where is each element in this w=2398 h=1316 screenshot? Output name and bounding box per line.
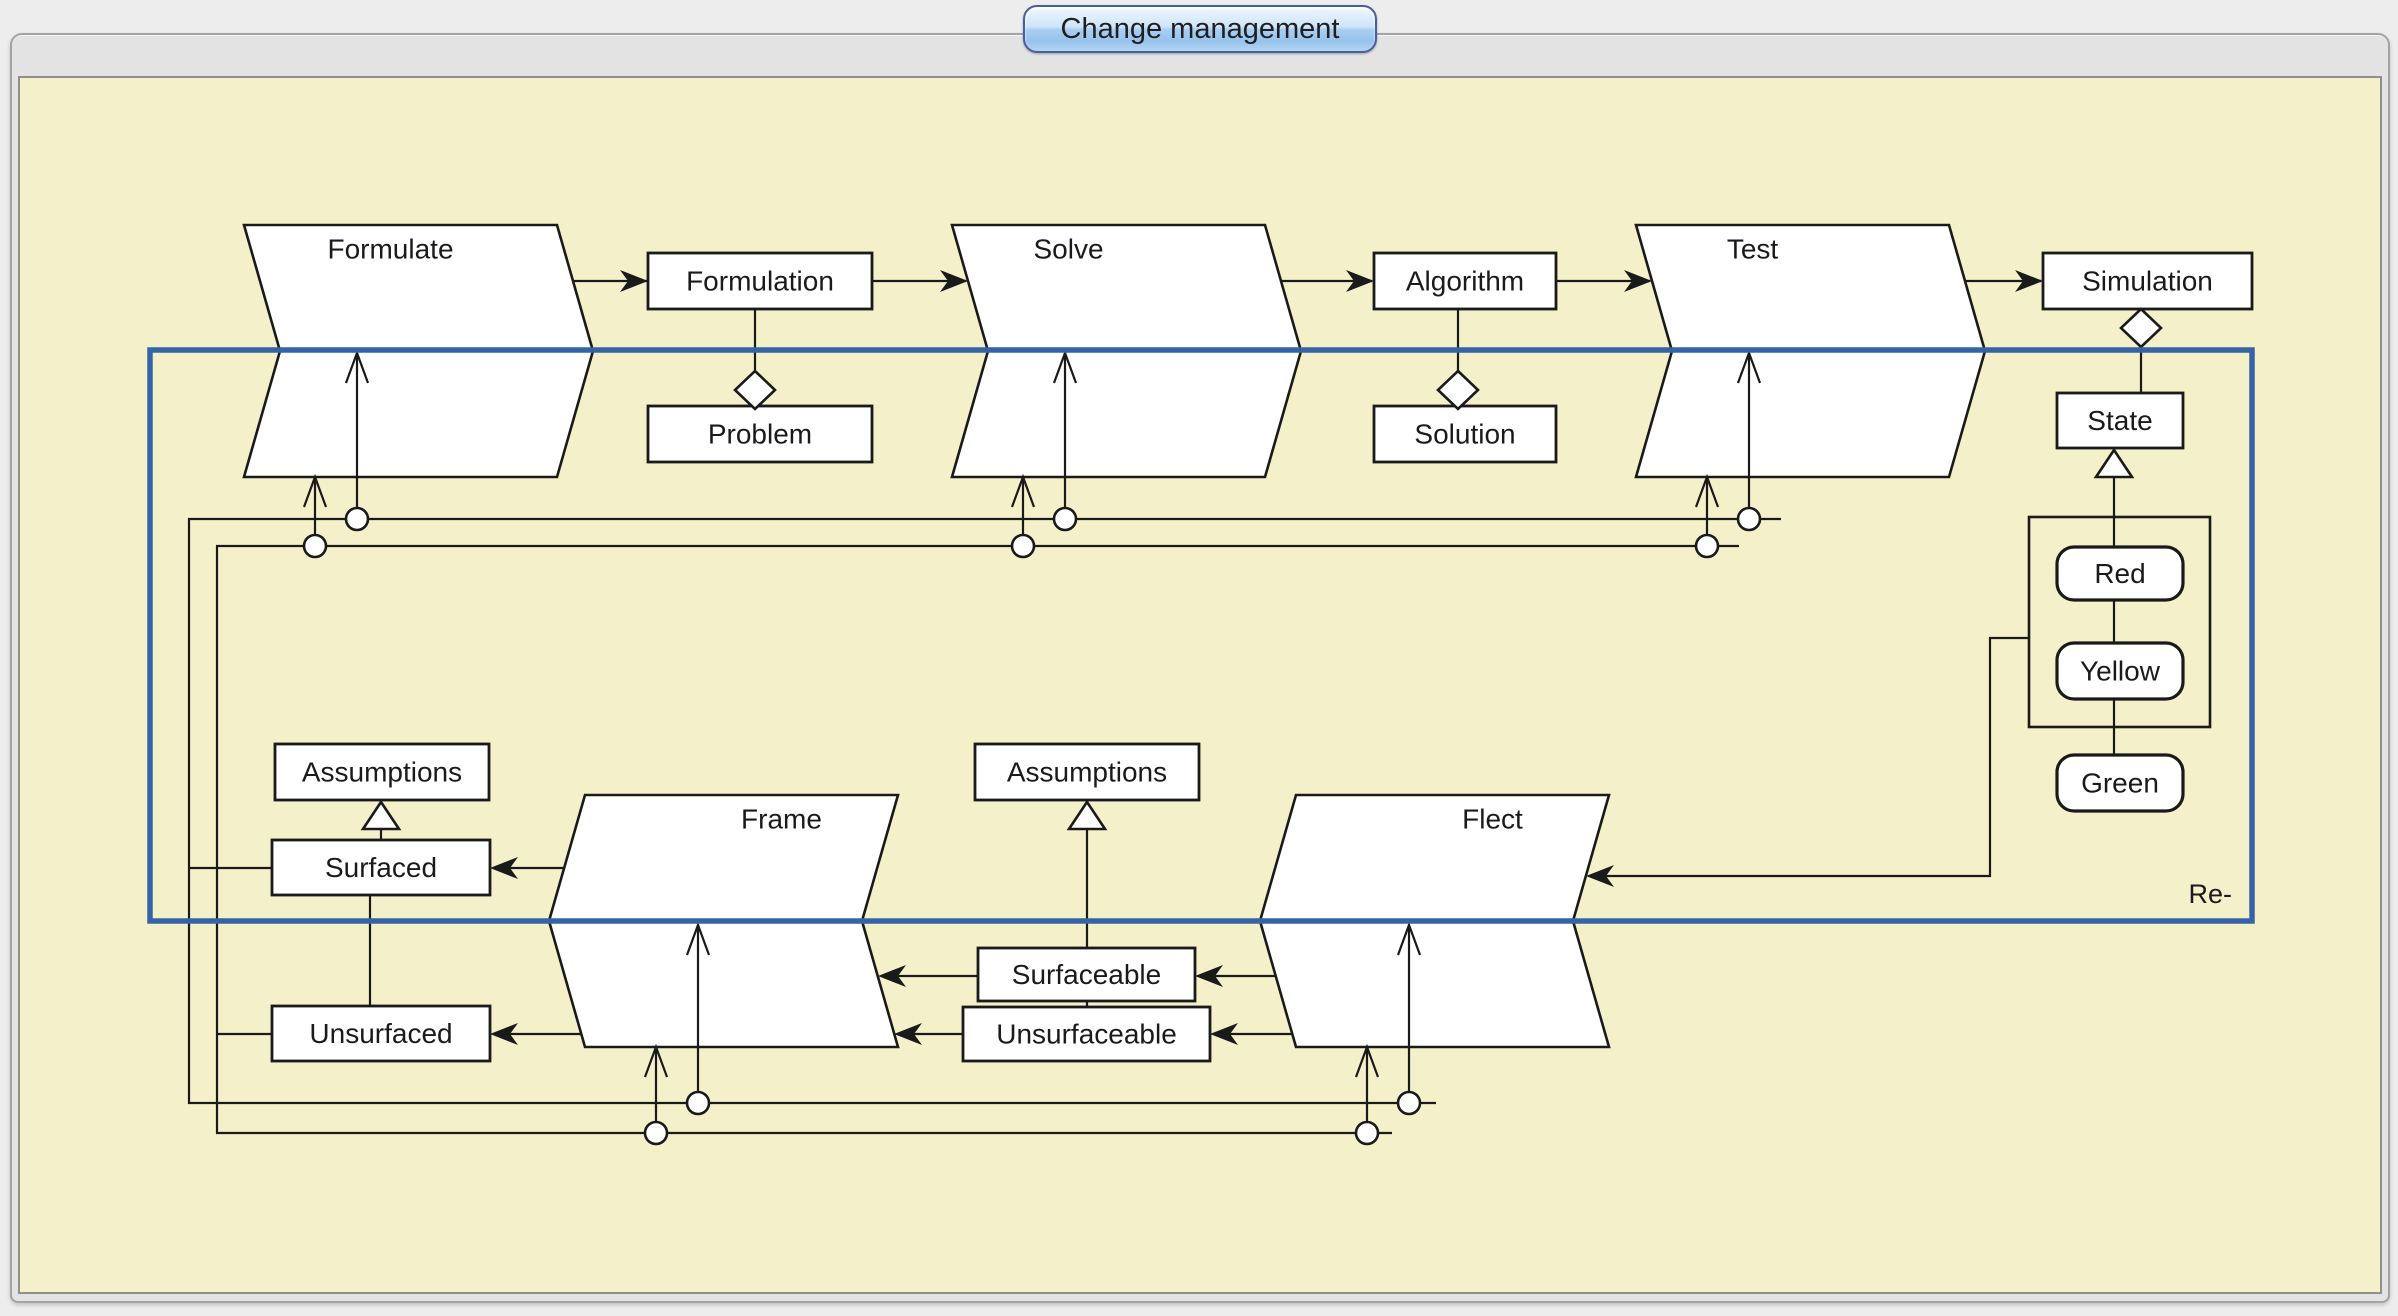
state-red[interactable] [2055,545,2185,602]
solid-arrowhead [1195,965,1223,987]
process-frame-label: Frame [741,803,822,834]
junction-circle [643,1120,669,1146]
object-simulation[interactable] [2041,251,2254,311]
junction-circle [685,1090,711,1116]
aggregation-diamond [2119,307,2163,349]
re-group-frame[interactable] [147,347,2255,924]
solid-arrowhead [2015,270,2043,292]
solid-arrowhead [894,1023,922,1045]
open-arrowhead [643,1043,669,1078]
object-state[interactable] [2055,391,2185,450]
junction-circle [302,533,328,559]
state-green[interactable] [2055,753,2185,813]
junction-circle [1010,533,1036,559]
state-yellow[interactable] [2055,641,2185,701]
process-test-label: Test [1727,233,1779,264]
object-assumptions-1-label: Assumptions [302,756,462,787]
open-arrowhead [685,921,711,956]
open-arrowhead [344,349,370,384]
junction-circle [1694,533,1720,559]
object-surfaceable-label: Surfaceable [1012,959,1161,990]
solid-arrowhead [1210,1023,1238,1045]
solid-arrowhead [490,1023,518,1045]
junction-circle [1736,506,1762,532]
generalization-triangle [360,799,402,831]
generalization-triangle [1066,799,1108,831]
solid-arrowhead [1624,270,1652,292]
state-yellow-label: Yellow [2080,655,2161,686]
solid-arrowhead [620,270,648,292]
object-solution-label: Solution [1414,418,1515,449]
open-arrowhead [1052,349,1078,384]
solid-arrowhead [490,857,518,879]
solid-arrowhead [940,270,968,292]
solid-arrowhead [878,965,906,987]
process-flect-label: Flect [1462,803,1523,834]
object-surfaced[interactable] [270,838,492,897]
generalization-triangle [2093,447,2135,479]
bus-lower[interactable] [215,544,1739,1135]
process-solve-label: Solve [1033,233,1103,264]
state-red-label: Red [2094,558,2145,589]
junction-circle [1354,1120,1380,1146]
object-algorithm-label: Algorithm [1406,265,1524,296]
junction-circle [344,506,370,532]
open-arrowhead [1736,349,1762,384]
bus-upper[interactable] [187,517,1781,1105]
state-green-label: Green [2081,767,2159,798]
object-surfaced-label: Surfaced [325,852,437,883]
object-unsurfaced-label: Unsurfaced [309,1018,452,1049]
object-formulation-label: Formulation [686,265,834,296]
open-arrowhead [1396,921,1422,956]
open-arrowhead [1694,473,1720,508]
open-arrowhead [302,473,328,508]
object-unsurfaceable-label: Unsurfaceable [996,1018,1177,1049]
solid-arrowhead [1586,865,1614,887]
object-state-label: State [2087,405,2152,436]
aggregation-diamond [733,369,777,411]
object-assumptions-2[interactable] [973,742,1201,802]
object-solution[interactable] [1372,404,1558,464]
object-assumptions-2-label: Assumptions [1007,756,1167,787]
process-formulate-label: Formulate [327,233,453,264]
object-unsurfaceable[interactable] [961,1005,1212,1063]
junction-circle [1396,1090,1422,1116]
re-group-frame-label: Re- [2188,879,2232,909]
object-problem-label: Problem [708,418,812,449]
object-unsurfaced[interactable] [270,1004,492,1063]
object-simulation-label: Simulation [2082,265,2213,296]
link-container-flect[interactable] [1590,636,2029,878]
open-arrowhead [1010,473,1036,508]
aggregation-diamond [1436,369,1480,411]
object-problem[interactable] [646,404,874,464]
junction-circle [1052,506,1078,532]
state-container[interactable] [2027,515,2212,729]
object-assumptions-1[interactable] [273,742,491,802]
open-arrowhead [1354,1043,1380,1078]
tab-change-management[interactable]: Change management [1023,5,1377,53]
object-surfaceable[interactable] [976,946,1197,1003]
solid-arrowhead [1346,270,1374,292]
